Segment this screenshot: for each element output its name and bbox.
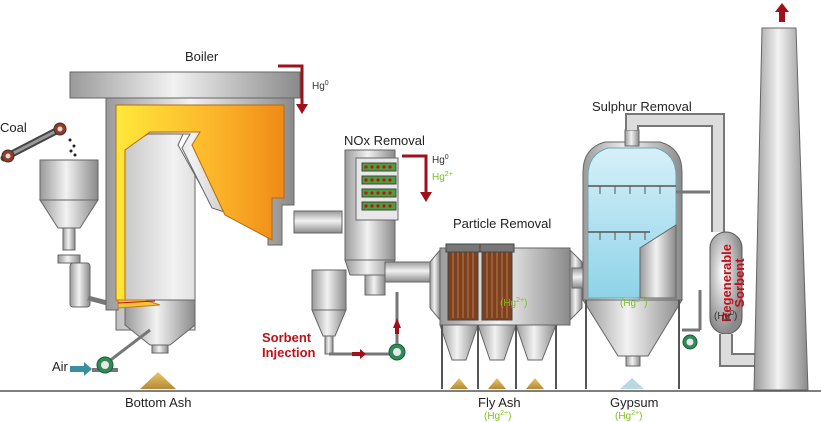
fly-ash-label: Fly Ash <box>478 395 521 410</box>
coal-label: Coal <box>0 120 27 135</box>
gypsum-hg2: (Hg2+) <box>615 410 642 422</box>
sulphur-hg2: (Hg2+) <box>620 297 647 309</box>
stack <box>753 27 809 391</box>
nox-hg2: Hg2+ <box>432 171 453 183</box>
bottom-ash-pile <box>140 372 176 389</box>
coal-conveyor <box>0 122 77 163</box>
air-blower <box>70 328 151 376</box>
coal-hopper <box>39 159 116 308</box>
duct-boiler-nox <box>293 210 343 234</box>
sorbent-label: Sorbent <box>262 330 312 345</box>
nox-removal-label: NOx Removal <box>344 133 425 148</box>
fly-ash-hg2: (Hg2+) <box>484 410 511 422</box>
sulphur-removal-label: Sulphur Removal <box>592 99 692 114</box>
gypsum-label: Gypsum <box>610 395 658 410</box>
regenerable-sorbent-label: Sorbent <box>732 258 747 308</box>
sulphur-scrubber <box>582 113 725 389</box>
boiler-outlet-arrow <box>278 64 308 114</box>
boiler-label: Boiler <box>185 49 219 64</box>
regenerable-label: Regenerable <box>719 244 734 322</box>
injection-label: Injection <box>262 345 316 360</box>
boiler <box>69 71 301 354</box>
boiler-hg0: Hg0 <box>312 80 329 92</box>
particle-removal-unit <box>429 243 583 389</box>
stack-outlet-arrow <box>775 3 789 22</box>
particle-removal-label: Particle Removal <box>453 216 551 231</box>
bottom-ash-label: Bottom Ash <box>125 395 191 410</box>
regen-hg0: (Hg0) <box>714 310 737 322</box>
nox-hg0: Hg0 <box>432 154 449 166</box>
sorbent-silo <box>311 269 406 361</box>
regenerable-sorbent-unit <box>709 231 755 367</box>
air-label: Air <box>52 359 69 374</box>
particle-hg2: (Hg2+) <box>500 297 527 309</box>
nox-outlet-arrow <box>402 154 432 202</box>
